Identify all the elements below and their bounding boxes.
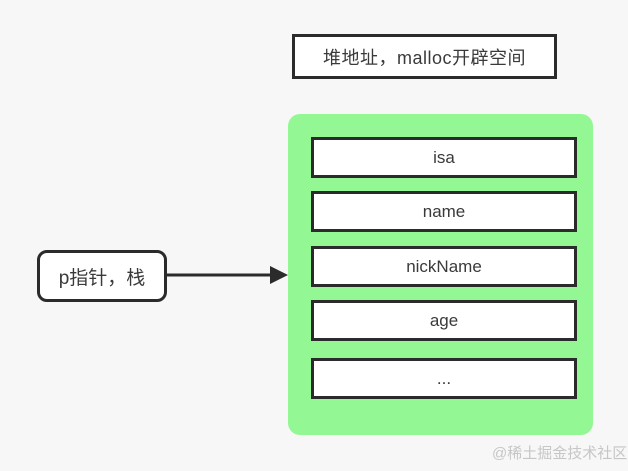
- heap-field-nickname-label: nickName: [406, 256, 482, 276]
- heap-field-name: name: [311, 191, 577, 232]
- heap-field-ellipsis: ...: [311, 358, 577, 399]
- heap-region: isa name nickName age ...: [288, 114, 593, 435]
- heap-field-age: age: [311, 300, 577, 341]
- heap-field-ellipsis-label: ...: [436, 368, 452, 388]
- heap-field-isa: isa: [311, 137, 577, 178]
- heap-field-nickname: nickName: [311, 246, 577, 287]
- heap-field-name-label: name: [422, 201, 466, 221]
- heap-field-isa-label: isa: [433, 147, 455, 167]
- pointer-arrow-icon: [167, 266, 288, 284]
- stack-pointer-box: p指针，栈: [37, 250, 167, 302]
- stack-pointer-label: p指针，栈: [58, 267, 146, 289]
- heap-title-label: 堆地址，malloc开辟空间: [322, 47, 526, 68]
- watermark: @稀土掘金技术社区: [492, 445, 628, 462]
- heap-title-box: 堆地址，malloc开辟空间: [292, 34, 557, 79]
- heap-field-age-label: age: [429, 310, 459, 330]
